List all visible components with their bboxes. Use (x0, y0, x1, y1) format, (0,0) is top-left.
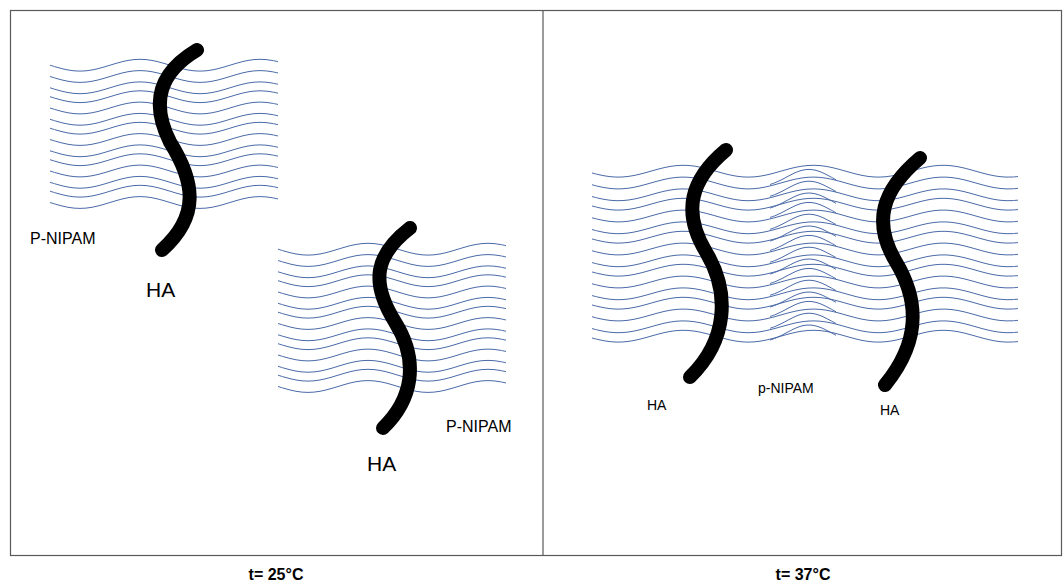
panel-divider (542, 11, 543, 556)
temperature-label: t= 25°C (249, 566, 304, 584)
pnipam-chain (278, 369, 506, 381)
ha-chain (160, 50, 197, 250)
pnipam-chain (592, 210, 1018, 222)
pnipam-chain (278, 286, 506, 298)
pnipam-chain (592, 231, 1018, 243)
pnipam-chain (770, 193, 836, 208)
pnipam-chain (278, 275, 506, 287)
pnipam-chain (770, 325, 836, 340)
temperature-label: t= 37°C (776, 566, 831, 584)
frame (11, 11, 1062, 556)
polymer-label: HA (367, 452, 396, 476)
pnipam-chain (50, 165, 278, 177)
pnipam-chain (592, 165, 1018, 177)
pnipam-chain (50, 176, 278, 188)
pnipam-chain (50, 197, 278, 209)
pnipam-chain (50, 185, 278, 197)
pnipam-chain (278, 360, 506, 372)
pnipam-chain (770, 259, 836, 274)
ha-chain (379, 228, 410, 428)
pnipam-chain (592, 243, 1018, 255)
polymer-label: P-NIPAM (30, 230, 95, 248)
pnipam-chain (278, 266, 506, 278)
polymer-label: HA (146, 278, 175, 302)
pnipam-chain (278, 349, 506, 361)
polymer-label: p-NIPAM (758, 380, 814, 396)
ha-chain (690, 150, 726, 377)
pnipam-chain (592, 276, 1018, 288)
pnipam-chain (278, 338, 506, 350)
pnipam-chain (770, 292, 836, 307)
pnipam-chain (50, 154, 278, 166)
polymer-label: P-NIPAM (446, 418, 511, 436)
pnipam-chain (278, 381, 506, 393)
pnipam-chain (592, 330, 1018, 342)
ha-chain (883, 158, 920, 385)
pnipam-chains (50, 59, 1018, 392)
pnipam-chain (50, 59, 278, 71)
pnipam-chain (592, 177, 1018, 189)
pnipam-chain (592, 198, 1018, 210)
pnipam-chain (770, 226, 836, 241)
pnipam-chain (592, 309, 1018, 321)
pnipam-chain (592, 264, 1018, 276)
ha-chains (160, 50, 920, 428)
polymer-label: HA (647, 397, 666, 413)
pnipam-chain (50, 145, 278, 157)
pnipam-chain (592, 297, 1018, 309)
polymer-label: HA (880, 402, 899, 418)
